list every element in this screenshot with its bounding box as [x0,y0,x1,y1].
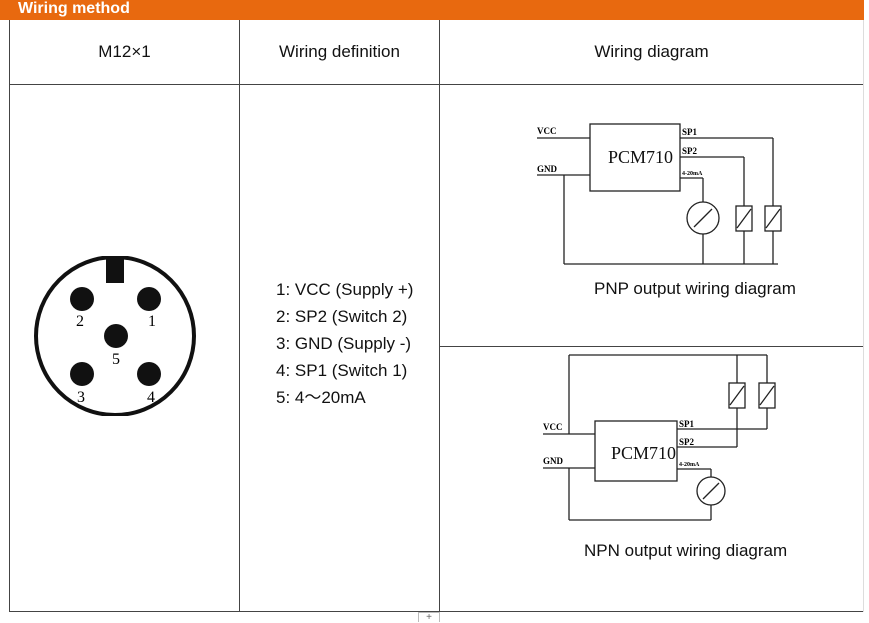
pin-label-4: 4 [147,389,155,406]
header-divider [9,84,863,85]
pin-3 [70,362,94,386]
list-item: 3: GND (Supply -) [276,334,412,353]
npn-gnd-label: GND [543,456,564,466]
pnp-sp2-label: SP2 [682,146,698,156]
pin-2 [70,287,94,311]
pin-5 [104,324,128,348]
list-item: 1: VCC (Supply +) [276,280,414,299]
pnp-current-label: 4-20mA [682,171,703,177]
connector-key [106,259,124,283]
section-title: Wiring method [0,0,864,20]
npn-vcc-label: VCC [543,422,563,432]
transmitter-box [594,420,678,482]
npn-sp1-label: SP1 [679,419,695,429]
page-edge [863,20,864,612]
m12-connector-diagram: 1 2 3 4 5 [34,256,196,416]
column-divider [439,20,440,612]
npn-model: PCM710 [611,443,676,463]
wiring-table [9,20,863,612]
header-connector: M12×1 [98,42,151,61]
pin-4 [137,362,161,386]
pin-1 [137,287,161,311]
npn-current-label: 4-20mA [679,462,700,468]
pnp-gnd-label: GND [537,164,558,174]
pin-definition-list: 1: VCC (Supply +) 2: SP2 (Switch 2) 3: G… [276,276,413,411]
header-diagram: Wiring diagram [594,42,709,61]
header-definition: Wiring definition [279,42,400,61]
npn-caption: NPN output wiring diagram [584,541,788,560]
list-item: 2: SP2 (Switch 2) [276,307,408,326]
pnp-caption: PNP output wiring diagram [594,279,796,298]
list-item: 4: SP1 (Switch 1) [276,361,408,380]
pin-label-5: 5 [112,351,120,368]
pnp-vcc-label: VCC [537,126,557,136]
pin-label-2: 2 [76,313,84,330]
npn-sp2-label: SP2 [679,437,695,447]
npn-wiring-diagram: PCM710 VCC GND SP1 SP2 4-20mA [543,354,776,521]
pnp-model: PCM710 [608,147,673,167]
pnp-wiring-diagram: PCM710 VCC GND SP1 SP2 4-20mA [537,123,782,265]
diagram-divider [439,346,863,347]
pin-label-1: 1 [148,313,156,330]
list-item: 5: 4～20mA [276,388,366,407]
column-divider [239,20,240,612]
pin-label-3: 3 [77,389,85,406]
pnp-sp1-label: SP1 [682,127,698,137]
add-tab-icon[interactable]: + [418,612,440,623]
